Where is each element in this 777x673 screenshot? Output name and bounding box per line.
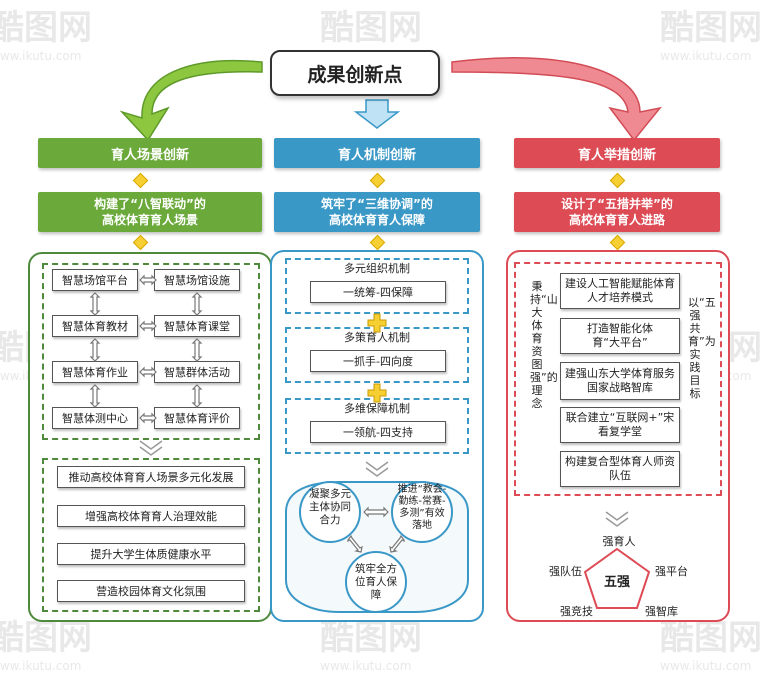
outcome-item: 推动高校体育育人场景多元化发展 [57, 466, 245, 488]
mechanism-title: 多元组织机制 [344, 262, 410, 275]
grid-arrows [89, 274, 203, 456]
pentagon-label: 强队伍 [549, 565, 582, 578]
connector-arrows [119, 57, 662, 142]
outcome-item: 增强高校体育育人治理效能 [57, 505, 245, 527]
grid-cell: 智慧群体活动 [154, 361, 240, 383]
mechanism-title: 多策育人机制 [344, 331, 410, 344]
page-title: 成果创新点 [270, 50, 440, 96]
pentagon-diagram [583, 511, 651, 609]
pentagon-label: 强平台 [655, 565, 688, 578]
left-outcomes-frame [42, 458, 260, 612]
circle-node [299, 481, 361, 543]
middle-subheader: 筑牢了“三维协调”的高校体育育人保障 [274, 192, 480, 232]
circle-right-text: 推进“教会-勤练-常赛-多测”有效落地 [397, 484, 447, 531]
measure-item: 构建复合型体育人师资队伍 [560, 451, 680, 487]
grid-cell: 智慧体测中心 [52, 407, 138, 429]
mechanism-item: 一统筹-四保障 [310, 281, 446, 303]
pentagon-shape [583, 547, 651, 609]
green-curved-arrow [119, 59, 263, 142]
outcome-item: 营造校园体育文化氛围 [57, 580, 245, 602]
circle-bottom-text: 筑牢全方位育人保障 [355, 563, 397, 601]
right-header: 育人举措创新 [514, 138, 720, 168]
grid-cell: 智慧体育教材 [52, 315, 138, 337]
left-header: 育人场景创新 [38, 138, 262, 168]
grid-cell: 智慧体育评价 [154, 407, 240, 429]
left-grid-frame [42, 263, 260, 440]
grid-cell: 智慧场馆设施 [154, 269, 240, 291]
circle-node [345, 551, 407, 613]
pentagon-label: 强育人 [602, 535, 636, 548]
measure-item: 建设人工智能赋能体育人才培养模式 [560, 273, 680, 309]
mechanism-title: 多维保障机制 [344, 402, 410, 415]
mechanism-group [285, 258, 469, 314]
circle-left-text: 凝聚多元主体协同合力 [309, 488, 351, 526]
mechanism-item: 一抓手-四向度 [310, 350, 446, 372]
measure-item: 建强山东大学体育服务国家战略智库 [560, 362, 680, 400]
middle-header: 育人机制创新 [274, 138, 480, 168]
right-measures-frame [514, 262, 722, 496]
right-subheader: 设计了“五措并举”的高校体育育人进路 [514, 192, 720, 232]
red-curved-arrow [451, 57, 662, 142]
blue-down-arrow [353, 99, 401, 129]
measure-item: 打造智能化体育“大平台” [560, 318, 680, 354]
left-subheader: 构建了“八智联动”的高校体育育人场景 [38, 192, 262, 232]
pentagon-label: 强竞技 [560, 605, 593, 618]
middle-connectors [285, 313, 469, 613]
circle-node [391, 481, 453, 543]
grid-cell: 智慧体育作业 [52, 361, 138, 383]
grid-cell: 智慧场馆平台 [52, 269, 138, 291]
outcome-item: 提升大学生体质健康水平 [57, 543, 245, 565]
pentagon-center: 五强 [603, 575, 630, 590]
measure-item: 联合建立“互联网+”宋看复学堂 [560, 407, 680, 443]
mechanism-item: 一领航-四支持 [310, 421, 446, 443]
pentagon-label: 强智库 [645, 605, 678, 618]
